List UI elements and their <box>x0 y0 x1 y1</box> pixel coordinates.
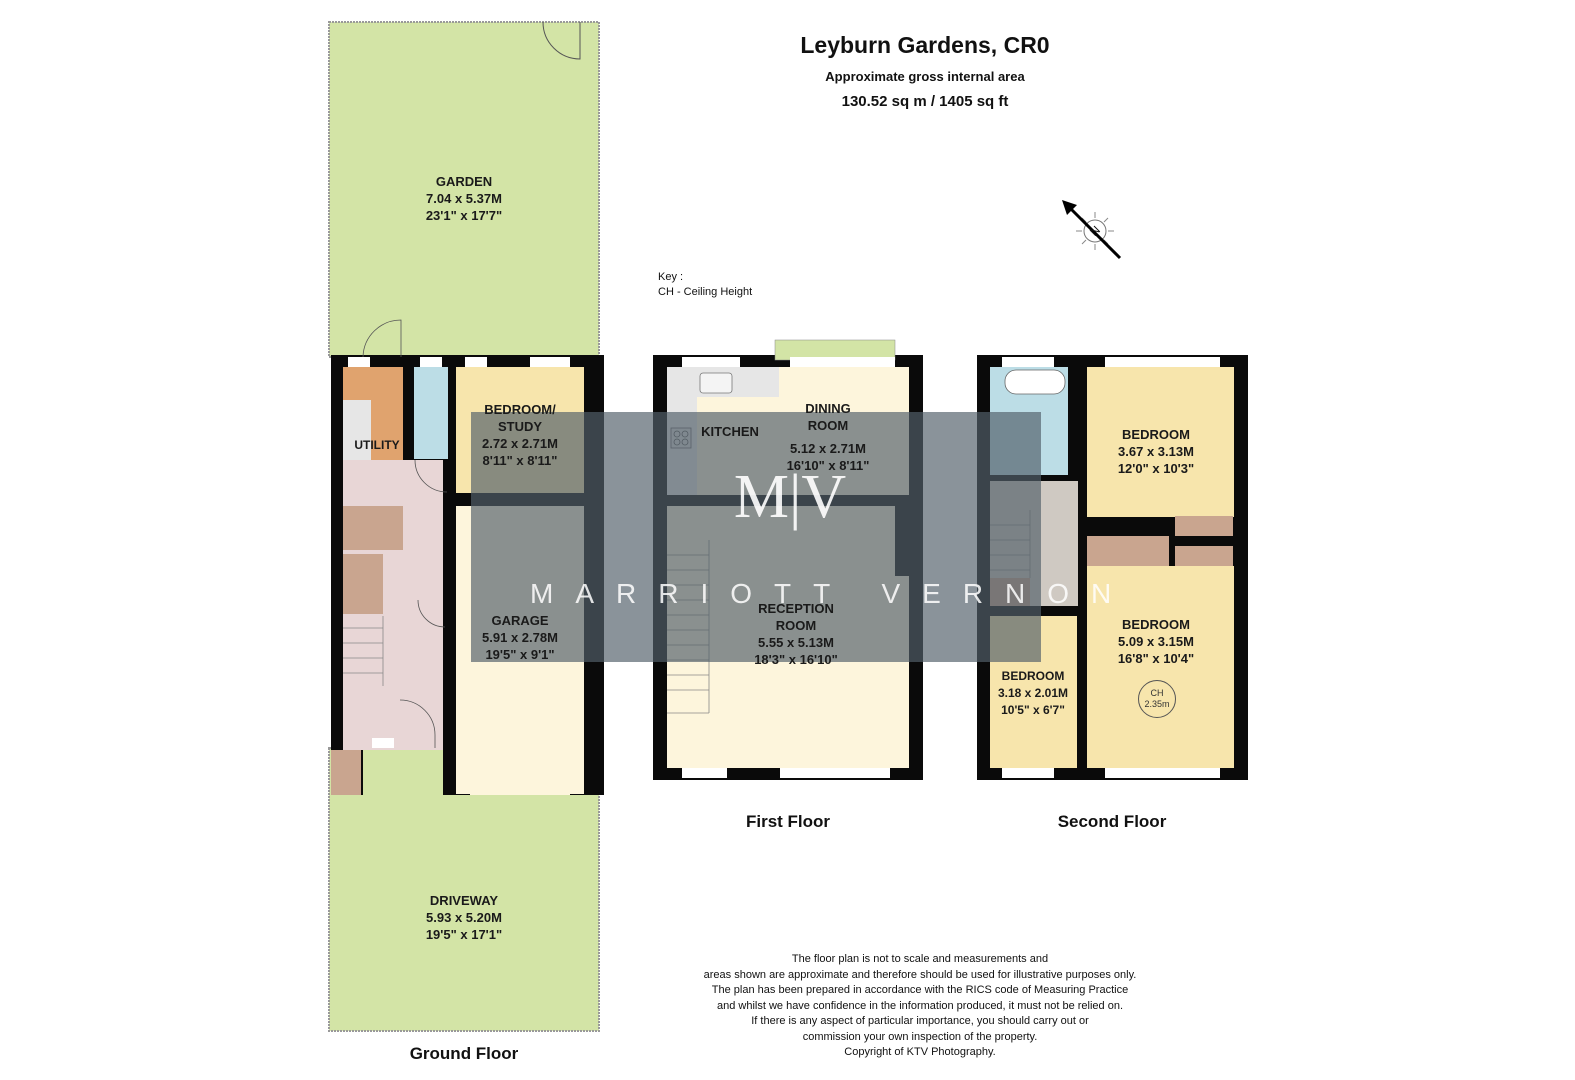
sink-icon <box>699 372 733 394</box>
disclaimer: The floor plan is not to scale and measu… <box>703 953 1137 1058</box>
watermark-overlay <box>471 412 1041 662</box>
watermark-brand: MARRIOTT VERNON <box>530 578 1134 609</box>
room-bedroom-3: BEDROOM 3.18 x 2.01M 10'5" x 6'7" <box>997 669 1069 717</box>
gross-internal-area: 130.52 sq m / 1405 sq ft <box>841 93 1009 110</box>
property-title: Leyburn Gardens, CR0 <box>800 32 1050 58</box>
floor-label-second: Second Floor <box>1057 812 1167 831</box>
legend-key: Key : CH - Ceiling Height <box>658 270 752 300</box>
floor-label-ground: Ground Floor <box>409 1044 519 1063</box>
north-arrow-icon: N <box>1062 200 1122 260</box>
room-bedroom-2: BEDROOM 5.09 x 3.15M 16'8" x 10'4" <box>1117 617 1195 666</box>
room-reception: RECEPTION ROOM 5.55 x 5.13M 18'3" x 16'1… <box>754 601 838 667</box>
ceiling-height-badge: CH 2.35m <box>1138 680 1176 718</box>
legend-heading: Key : <box>658 271 684 283</box>
room-dining: DINING ROOM 5.12 x 2.71M 16'10" x 8'11" <box>786 401 870 473</box>
area-caption: Approximate gross internal area <box>825 69 1025 84</box>
watermark-monogram: M|V <box>733 463 847 531</box>
room-garden: GARDEN 7.04 x 5.37M 23'1" x 17'7" <box>425 174 503 223</box>
garden-area <box>328 21 600 358</box>
room-driveway: DRIVEWAY 5.93 x 5.20M 19'5" x 17'1" <box>425 893 503 942</box>
room-bedroom-study: BEDROOM/ STUDY 2.72 x 2.71M 8'11" x 8'11… <box>482 402 558 468</box>
room-garage: GARAGE 5.91 x 2.78M 19'5" x 9'1" <box>482 613 558 662</box>
garden-gate <box>542 21 581 60</box>
bath-icon <box>1004 369 1066 395</box>
room-kitchen: KITCHEN <box>701 424 759 439</box>
floor-label-first: First Floor <box>745 812 831 831</box>
legend-entry: CH - Ceiling Height <box>658 286 753 298</box>
room-bedroom-1: BEDROOM 3.67 x 3.13M 12'0" x 10'3" <box>1117 427 1195 476</box>
room-utility: UTILITY <box>354 438 400 452</box>
